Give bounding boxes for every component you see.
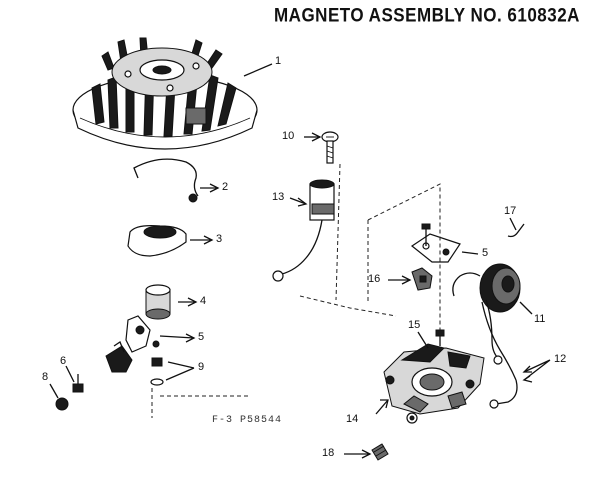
nut-8-part (55, 397, 69, 411)
condenser-part (272, 179, 335, 282)
callout-18: 18 (322, 447, 335, 459)
armature-part (383, 329, 485, 424)
diagram-title: MAGNETO ASSEMBLY NO. 610832A (274, 4, 580, 26)
callout-3: 3 (216, 233, 223, 245)
leader-17 (509, 217, 517, 231)
callout-6: 6 (60, 355, 67, 367)
callout-8: 8 (42, 371, 49, 383)
leader-6 (65, 365, 75, 383)
screw-washer-part (150, 357, 164, 386)
leader-9 (165, 361, 195, 381)
callout-4: 4 (200, 295, 207, 307)
callout-16: 16 (368, 273, 381, 285)
breaker-points-part (105, 315, 160, 373)
callout-12: 12 (554, 353, 567, 365)
screw-6-part (72, 374, 84, 393)
leader-11 (519, 301, 533, 315)
callout-13: 13 (272, 191, 285, 203)
screw-10-part (321, 131, 339, 164)
leader-1 (243, 63, 273, 77)
wire-17-part (507, 223, 525, 238)
callout-2: 2 (222, 181, 229, 193)
bracket-part (410, 223, 461, 263)
clip-16-part (411, 267, 433, 291)
callout-14: 14 (346, 413, 359, 425)
cam-cover-part (127, 225, 187, 257)
leader-5b (461, 251, 479, 255)
callout-15: 15 (408, 319, 421, 331)
ignition-coil-part (452, 263, 521, 409)
leader-8 (49, 383, 59, 399)
callout-1: 1 (275, 55, 282, 67)
leader-14 (375, 399, 389, 415)
spring-clip-part (133, 158, 199, 203)
flywheel-part (72, 37, 258, 150)
leader-15 (417, 331, 429, 349)
callout-11: 11 (534, 313, 546, 325)
figure-id: F-3 P58544 (212, 415, 283, 426)
leader-13 (289, 197, 307, 205)
callout-10: 10 (282, 130, 295, 142)
bolt-18-part (371, 443, 389, 461)
bushing-part (145, 284, 171, 320)
callout-5-right: 5 (482, 247, 489, 259)
leader-5a (159, 335, 195, 339)
callout-17: 17 (504, 205, 517, 217)
callout-9: 9 (198, 361, 205, 373)
callout-5-left: 5 (198, 331, 205, 343)
